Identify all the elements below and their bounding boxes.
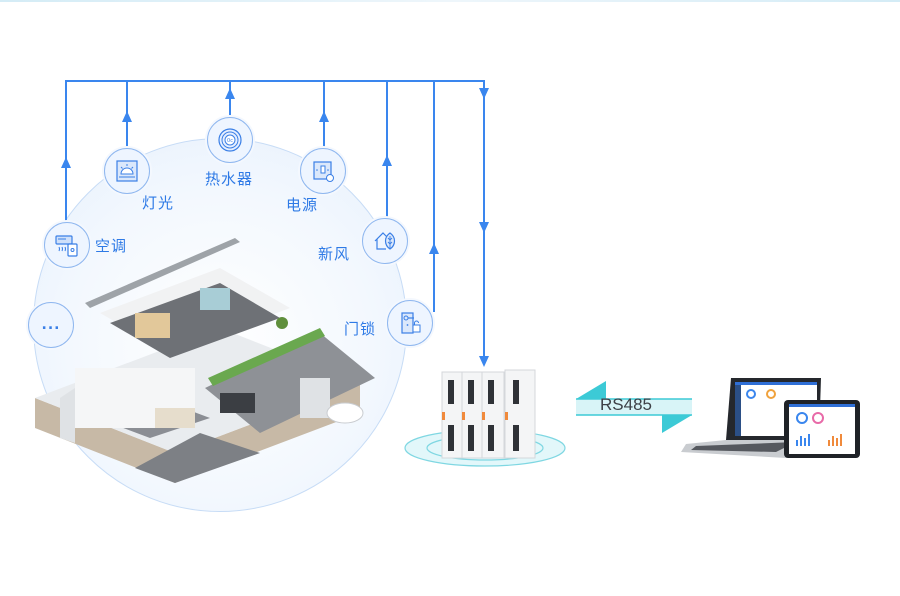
device-node-power[interactable] <box>300 148 346 194</box>
device-node-door-lock[interactable] <box>387 300 433 346</box>
arrow-power <box>319 111 329 122</box>
device-node-ac[interactable] <box>44 222 90 268</box>
door-lock-icon <box>401 312 421 334</box>
laptop-tablet-icon <box>681 378 860 458</box>
air-conditioner-icon <box>55 235 78 257</box>
device-label-power: 电源 <box>286 196 319 214</box>
device-label-light: 灯光 <box>142 194 175 212</box>
svg-text:0c: 0c <box>227 138 233 144</box>
power-switch-icon <box>313 161 334 182</box>
house-illustration <box>35 238 375 483</box>
device-label-water-heater: 热水器 <box>205 170 254 188</box>
arrow-down-2 <box>479 222 489 233</box>
device-node-light[interactable] <box>104 148 150 194</box>
device-node-more[interactable]: ... <box>28 302 74 348</box>
lighting-icon <box>116 160 138 182</box>
plc-module-icon <box>404 369 566 467</box>
fresh-air-icon <box>374 232 396 250</box>
arrow-ac <box>61 157 71 168</box>
device-node-water-heater[interactable]: 0c <box>207 117 253 163</box>
rs485-label: RS485 <box>600 395 652 414</box>
arrow-fresh-air <box>382 155 392 166</box>
arrow-down-1 <box>479 88 489 99</box>
device-label-door-lock: 门锁 <box>344 320 377 338</box>
bus-line <box>65 80 485 360</box>
more-dots-icon: ... <box>41 317 61 333</box>
rs485-link-arrows <box>576 381 692 433</box>
arrow-door-lock <box>429 243 439 254</box>
top-border <box>0 0 900 2</box>
device-label-ac: 空调 <box>95 237 128 255</box>
water-heater-icon: 0c <box>218 128 242 152</box>
device-label-fresh-air: 新风 <box>318 245 351 263</box>
arrow-water-heater <box>225 88 235 99</box>
arrow-down-3 <box>479 356 489 367</box>
device-node-fresh-air[interactable] <box>362 218 408 264</box>
arrow-light <box>122 111 132 122</box>
